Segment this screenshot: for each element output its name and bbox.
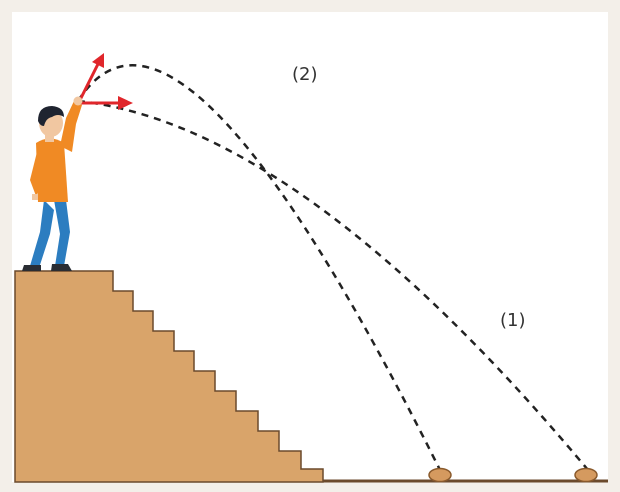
stone-icon	[574, 467, 598, 483]
staircase-cliff	[14, 270, 324, 483]
person-throwing-icon	[22, 96, 83, 271]
trajectory-2-path	[76, 64, 442, 471]
velocity-arrow-1	[79, 96, 133, 110]
trajectory-2-label: (2)	[292, 64, 318, 85]
velocity-arrow-2	[78, 53, 104, 101]
stone-icon	[428, 467, 452, 483]
trajectory-1-path	[77, 99, 589, 471]
trajectory-1-label: (1)	[500, 310, 526, 331]
